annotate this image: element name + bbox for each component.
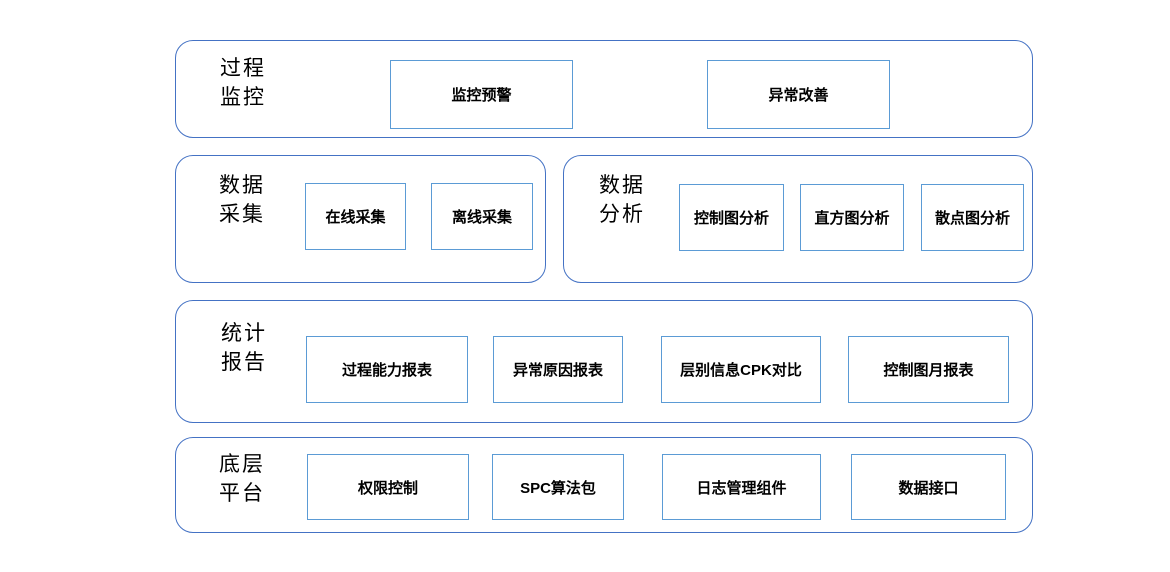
box-label: 控制图分析 [693,210,769,227]
box-label: 异常改善 [768,87,829,104]
box-label: 数据接口 [898,479,959,497]
layer-label-line: 数据 [219,173,265,197]
permission-control-box: 权限控制 [307,454,469,520]
data-interface-box: 数据接口 [851,454,1006,520]
box-label: 监控预警 [451,87,512,104]
scatter-plot-analysis-box: 散点图分析 [921,184,1024,251]
abnormality-improvement-box: 异常改善 [707,60,890,129]
monitoring-alert-box: 监控预警 [390,60,573,129]
layer-label-line: 过程 [220,56,266,80]
online-collection-box: 在线采集 [305,183,406,250]
layer-label-base-platform: 底层 平台 [219,450,265,508]
layer-label-process-monitoring: 过程 监控 [220,54,266,112]
process-capability-report-box: 过程能力报表 [306,336,468,403]
stratified-cpk-comparison-box: 层别信息CPK对比 [661,336,821,403]
layer-label-line: 报告 [221,350,267,374]
control-chart-monthly-report-box: 控制图月报表 [848,336,1009,403]
offline-collection-box: 离线采集 [431,183,533,250]
box-label: 离线采集 [451,209,512,226]
box-label: 散点图分析 [934,210,1010,227]
layer-data-collection: 数据 采集 在线采集 离线采集 [175,155,546,283]
histogram-analysis-box: 直方图分析 [800,184,904,251]
box-label: 异常原因报表 [512,362,603,379]
spc-algorithm-package-box: SPC算法包 [492,454,624,520]
layer-label-line: 底层 [219,452,265,476]
box-label: 日志管理组件 [696,479,787,497]
layer-label-data-collection: 数据 采集 [219,171,265,229]
layer-statistical-reports: 统计 报告 过程能力报表 异常原因报表 层别信息CPK对比 控制图月报表 [175,300,1033,423]
layer-data-analysis: 数据 分析 控制图分析 直方图分析 散点图分析 [563,155,1033,283]
layer-label-statistical-reports: 统计 报告 [221,319,267,377]
layer-process-monitoring: 过程 监控 监控预警 异常改善 [175,40,1033,138]
box-label: 控制图月报表 [883,362,974,379]
box-label: 层别信息CPK对比 [680,362,802,379]
control-chart-analysis-box: 控制图分析 [679,184,784,251]
box-label: SPC算法包 [520,479,596,497]
layer-label-data-analysis: 数据 分析 [599,171,645,229]
layer-label-line: 采集 [219,202,265,226]
box-label: 过程能力报表 [341,362,432,379]
abnormal-cause-report-box: 异常原因报表 [493,336,623,403]
box-label: 在线采集 [325,209,386,226]
layer-label-line: 数据 [599,173,645,197]
layer-label-line: 监控 [220,85,266,109]
layer-base-platform: 底层 平台 权限控制 SPC算法包 日志管理组件 数据接口 [175,437,1033,533]
box-label: 直方图分析 [814,210,890,227]
layer-label-line: 平台 [219,481,265,505]
log-management-component-box: 日志管理组件 [662,454,821,520]
layer-label-line: 分析 [599,202,645,226]
layer-label-line: 统计 [221,321,267,345]
box-label: 权限控制 [357,479,418,497]
